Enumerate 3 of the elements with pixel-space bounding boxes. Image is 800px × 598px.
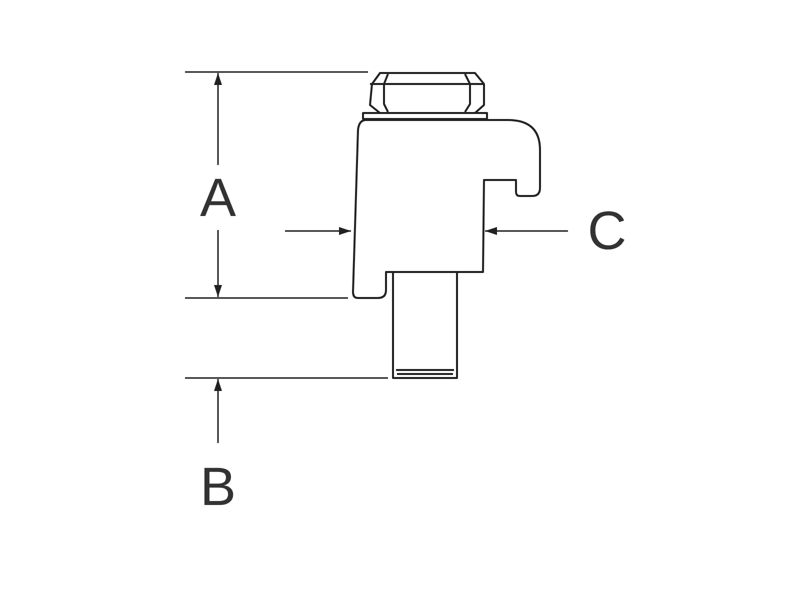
dimension-label: C xyxy=(588,204,626,258)
dimension-label: A xyxy=(200,171,236,225)
dimension-label: B xyxy=(200,460,236,514)
